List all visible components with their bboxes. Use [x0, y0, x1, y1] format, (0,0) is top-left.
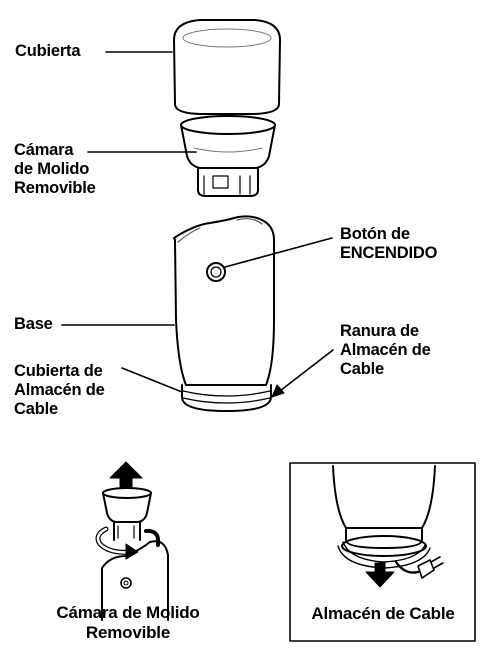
base-text: Base: [14, 315, 53, 333]
ranura-line-2: Almacén de: [340, 341, 431, 359]
boton-label: Botón de ENCENDIDO: [340, 225, 437, 263]
cubierta-almacen-line-3: Cable: [14, 400, 58, 418]
base-label: Base: [14, 315, 53, 334]
left-caption: Cámara de Molido Removible: [44, 603, 212, 643]
boton-leader-line: [224, 237, 333, 268]
camara-line-2: de Molido: [14, 160, 90, 178]
ranura-line-3: Cable: [340, 360, 384, 378]
left-caption-line-1: Cámara de Molido: [56, 603, 200, 622]
grinding-chamber-illustration: [180, 115, 276, 197]
up-arrow-icon: [109, 461, 143, 488]
cord-storage-panel: [289, 462, 476, 642]
ranura-label: Ranura de Almacén de Cable: [340, 322, 431, 379]
ranura-line-1: Ranura de: [340, 322, 419, 340]
cubierta-almacen-line-1: Cubierta de: [14, 362, 103, 380]
left-caption-line-2: Removible: [85, 623, 171, 642]
boton-line-1: Botón de: [340, 225, 410, 243]
down-arrow-icon: [365, 562, 395, 588]
cubierta-text: Cubierta: [15, 42, 81, 60]
cord-storage-illustration: [332, 465, 444, 588]
ranura-arrow-icon: [271, 384, 285, 398]
camara-line-3: Removible: [14, 179, 96, 197]
cover-illustration: [173, 19, 281, 115]
power-button-icon: [206, 262, 226, 282]
cubierta-almacen-line-2: Almacén de: [14, 381, 105, 399]
remove-chamber-illustration: [95, 461, 169, 621]
power-button-icon-small: [120, 577, 132, 589]
right-caption-text: Almacén de Cable: [311, 604, 455, 623]
camara-line-1: Cámara: [14, 141, 74, 159]
base-illustration: [173, 215, 275, 412]
camara-label: Cámara de Molido Removible: [14, 141, 96, 198]
cubierta-label: Cubierta: [15, 42, 81, 61]
cubierta-almacen-leader-line: [121, 367, 183, 393]
right-caption: Almacén de Cable: [293, 604, 473, 624]
ranura-leader-line: [275, 349, 334, 395]
boton-line-2: ENCENDIDO: [340, 244, 438, 262]
cubierta-almacen-label: Cubierta de Almacén de Cable: [14, 362, 105, 419]
